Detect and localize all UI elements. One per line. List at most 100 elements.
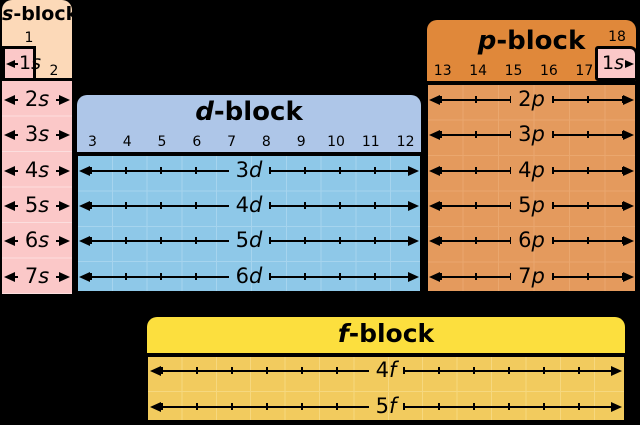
arrow-shaft <box>90 166 229 175</box>
arrow-shaft <box>551 130 624 139</box>
left-arrowhead-icon <box>4 94 15 105</box>
left-arrowhead-icon <box>4 165 15 176</box>
right-arrowhead-icon <box>625 59 634 68</box>
orbital-label-5d: 5d <box>235 228 263 252</box>
orbital-label-4f: 4f <box>375 358 397 382</box>
right-arrowhead-icon <box>623 271 634 282</box>
arrow-shaft <box>269 236 408 245</box>
orbital-label-5f: 5f <box>375 394 397 418</box>
arrow-shaft <box>90 236 229 245</box>
arrow-shaft <box>15 166 18 175</box>
arrow-shaft <box>56 166 59 175</box>
left-arrowhead-icon <box>150 365 161 376</box>
left-arrowhead-icon <box>4 129 15 140</box>
left-arrowhead-icon <box>429 200 440 211</box>
left-arrowhead-icon <box>79 235 90 246</box>
orbital-label-7p: 7p <box>518 264 545 288</box>
orbital-row-4s: 4s <box>4 153 71 188</box>
f-block-title: f-block <box>337 319 435 348</box>
orbital-row-7p: 7p <box>429 259 634 294</box>
s-block-step-border <box>36 78 72 81</box>
right-arrowhead-icon <box>59 271 71 282</box>
d-block-body <box>75 152 423 294</box>
left-arrowhead-icon <box>150 401 161 412</box>
f-block-header <box>145 315 627 353</box>
arrow-shaft <box>551 272 624 281</box>
left-arrowhead-icon <box>79 271 90 282</box>
right-arrowhead-icon <box>59 129 71 140</box>
orbital-label-1s: 1s <box>19 52 41 74</box>
arrow-shaft <box>551 166 624 175</box>
orbital-row-4f: 4f <box>150 353 622 388</box>
group-label-3: 3 <box>87 134 97 150</box>
orbital-row-4p: 4p <box>429 153 634 188</box>
arrow-shaft <box>403 366 611 375</box>
left-arrowhead-icon <box>79 200 90 211</box>
right-arrowhead-icon <box>59 94 71 105</box>
d-group-labels: 3 4 5 6 7 8 9 10 11 12 <box>75 135 423 149</box>
group-label-6: 6 <box>192 134 202 150</box>
arrow-shaft <box>440 272 512 281</box>
orbital-row-5d: 5d <box>79 223 419 258</box>
right-arrowhead-icon <box>623 129 634 140</box>
arrow-shaft <box>15 272 18 281</box>
arrow-shaft <box>269 166 408 175</box>
right-arrowhead-icon <box>59 235 71 246</box>
right-arrowhead-icon <box>408 271 419 282</box>
arrow-shaft <box>15 62 18 65</box>
arrow-shaft <box>440 166 512 175</box>
orbital-label-2p: 2p <box>518 87 545 111</box>
group-label-14: 14 <box>469 63 488 79</box>
orbital-row-6d: 6d <box>79 259 419 294</box>
orbital-label-5p: 5p <box>518 193 545 217</box>
arrow-shaft <box>56 236 59 245</box>
right-arrowhead-icon <box>408 200 419 211</box>
orbital-label-7s: 7s <box>24 264 50 288</box>
arrow-shaft <box>440 95 512 104</box>
orbital-label-6s: 6s <box>24 228 50 252</box>
group-label-7: 7 <box>227 134 237 150</box>
group-label-16: 16 <box>540 63 558 79</box>
left-arrowhead-icon <box>429 129 440 140</box>
arrow-shaft <box>403 402 611 411</box>
arrow-shaft <box>56 272 59 281</box>
orbital-label-6p: 6p <box>518 228 545 252</box>
arrow-shaft <box>90 201 229 210</box>
arrow-shaft <box>15 130 18 139</box>
orbital-row-7s: 7s <box>4 259 71 294</box>
orbital-label-3s: 3s <box>24 122 50 146</box>
orbital-label-4d: 4d <box>235 193 263 217</box>
arrow-shaft <box>551 201 624 210</box>
orbital-row-5s: 5s <box>4 188 71 223</box>
orbital-label-4p: 4p <box>518 158 545 182</box>
arrow-shaft <box>269 201 408 210</box>
group-label-18: 18 <box>608 29 626 45</box>
orbital-label-1s: 1s <box>602 52 624 74</box>
right-arrowhead-icon <box>623 165 634 176</box>
arrow-shaft <box>15 236 18 245</box>
s-block-title: s-block <box>2 3 79 25</box>
right-arrowhead-icon <box>408 235 419 246</box>
orbital-row-2p: 2p <box>429 82 634 117</box>
p-block-body <box>425 81 638 294</box>
arrow-shaft <box>551 95 624 104</box>
right-arrowhead-icon <box>623 94 634 105</box>
arrow-shaft <box>15 95 18 104</box>
orbital-label-2s: 2s <box>24 87 50 111</box>
group-label-17: 17 <box>575 63 594 79</box>
orbital-row-6s: 6s <box>4 223 71 258</box>
orbital-label-4s: 4s <box>24 158 50 182</box>
d-block-header <box>75 93 423 152</box>
left-arrowhead-icon <box>4 271 15 282</box>
right-arrowhead-icon <box>611 365 622 376</box>
orbital-label-3d: 3d <box>235 158 263 182</box>
arrow-shaft <box>90 272 229 281</box>
right-arrowhead-icon <box>59 200 71 211</box>
orbital-row-3d: 3d <box>79 153 419 188</box>
group-label-8: 8 <box>261 134 271 150</box>
arrow-shaft <box>551 236 624 245</box>
orbital-row-3p: 3p <box>429 117 634 152</box>
right-arrowhead-icon <box>408 165 419 176</box>
orbital-row-5f: 5f <box>150 389 622 424</box>
left-arrowhead-icon <box>4 200 15 211</box>
